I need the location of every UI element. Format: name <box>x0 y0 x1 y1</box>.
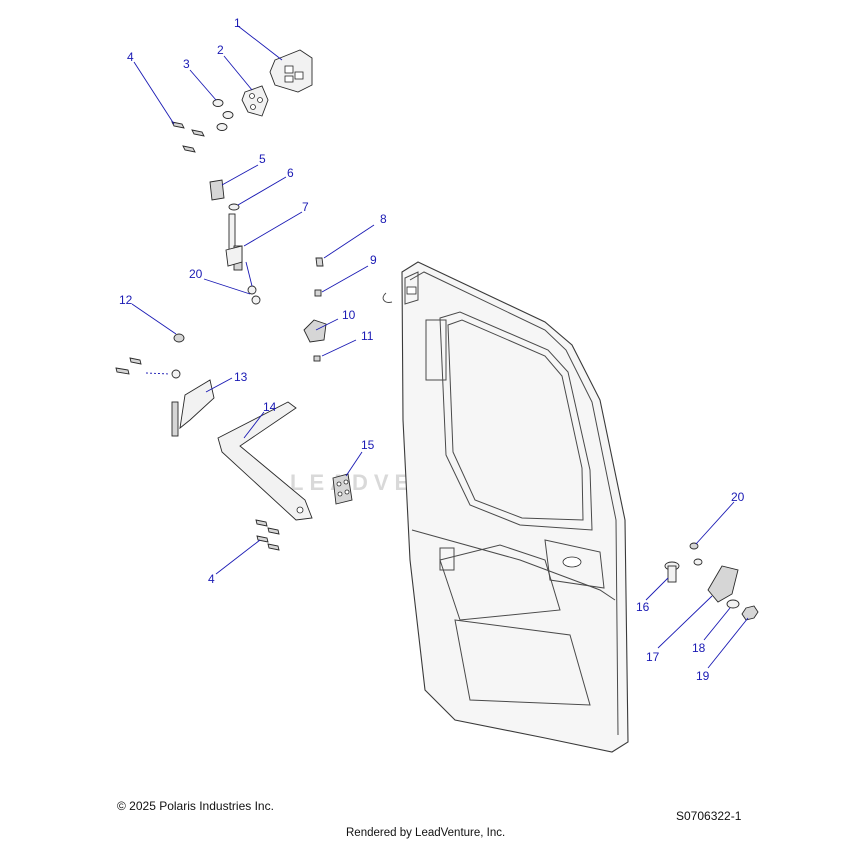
part-nut-striker <box>313 355 321 362</box>
part-latch-plate <box>332 473 353 505</box>
part-screw <box>315 257 324 267</box>
door-handle-recess <box>544 539 605 589</box>
diagram-reference-code: S0706322-1 <box>676 809 742 823</box>
callout-8: 8 <box>380 212 387 226</box>
callout-20-left: 20 <box>189 267 203 281</box>
door-latch-marking <box>439 547 455 571</box>
part-washer-small <box>228 203 240 211</box>
callout-17: 17 <box>646 650 660 664</box>
part-nuts-upper <box>247 285 261 305</box>
part-hinge-plate <box>241 85 269 117</box>
part-washer-right <box>726 599 740 609</box>
callout-4-upper: 4 <box>127 50 134 64</box>
callout-10: 10 <box>342 308 356 322</box>
door-handle-lever <box>562 556 582 568</box>
leader-lines <box>131 25 749 669</box>
copyright-notice: © 2025 Polaris Industries Inc. <box>117 799 274 813</box>
callout-18: 18 <box>692 641 706 655</box>
callout-4-lower: 4 <box>208 572 215 586</box>
part-striker-bracket <box>303 319 327 343</box>
callout-3: 3 <box>183 57 190 71</box>
door-panel <box>382 261 629 753</box>
part-lower-hinge <box>171 379 215 437</box>
callout-13: 13 <box>234 370 248 384</box>
part-upper-hinge-bracket <box>269 49 313 93</box>
part-latch-bracket <box>707 565 739 603</box>
callout-5: 5 <box>259 152 266 166</box>
part-lower-hinge-bolts <box>115 357 181 379</box>
door-window <box>439 311 593 531</box>
part-nut-right <box>689 542 699 550</box>
part-lower-nut <box>173 333 185 343</box>
door-inner-handle-pocket <box>425 319 447 381</box>
part-upper-bolts <box>171 121 205 153</box>
part-small-plate <box>209 179 225 201</box>
rendered-by-credit: Rendered by LeadVenture, Inc. <box>346 827 506 839</box>
callout-16: 16 <box>636 600 650 614</box>
callout-7: 7 <box>302 200 309 214</box>
part-lower-bolts <box>255 519 280 551</box>
part-nut-right-2 <box>693 558 703 566</box>
callout-15: 15 <box>361 438 375 452</box>
part-hinge-pin-assembly <box>225 213 243 271</box>
part-nut-small <box>314 289 322 297</box>
callout-2: 2 <box>217 43 224 57</box>
part-nut-19 <box>741 605 759 621</box>
callout-19: 19 <box>696 669 710 683</box>
callout-9: 9 <box>370 253 377 267</box>
callout-11: 11 <box>361 329 374 343</box>
callout-6: 6 <box>287 166 294 180</box>
callout-12: 12 <box>119 293 133 307</box>
callout-14: 14 <box>263 400 277 414</box>
callout-20-right: 20 <box>731 490 745 504</box>
callout-1: 1 <box>234 16 241 30</box>
part-door-strut <box>217 401 313 521</box>
part-latch-pin <box>664 561 680 583</box>
part-washers <box>212 99 234 131</box>
